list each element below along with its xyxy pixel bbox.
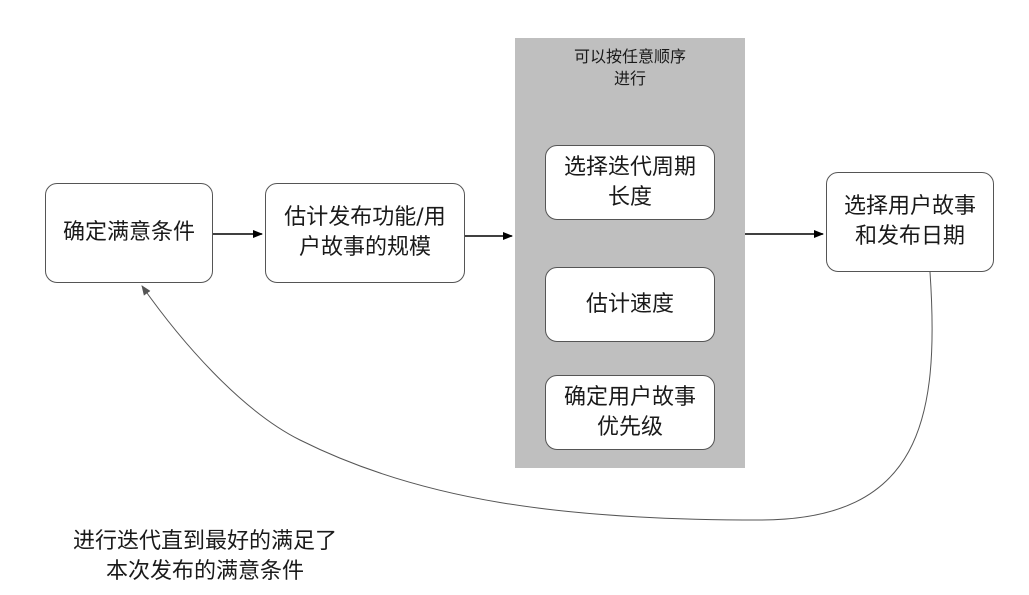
node-estimate-scale: 估计发布功能/用 户故事的规模 [265,183,465,283]
node-select-stories-date-label: 选择用户故事 和发布日期 [843,194,976,249]
node-estimate-velocity: 估计速度 [545,267,715,342]
node-estimate-scale-label: 估计发布功能/用 户故事的规模 [284,205,446,260]
parallel-group-title: 可以按任意顺序 进行 [573,47,686,88]
edge-loop-back [141,271,933,521]
node-prioritize-stories: 确定用户故事 优先级 [545,375,715,450]
node-confirm-criteria-label: 确定满意条件 [62,220,195,245]
node-estimate-velocity-label: 估计速度 [585,291,674,317]
node-prioritize-stories-label: 确定用户故事 优先级 [563,384,696,440]
loop-note: 进行迭代直到最好的满足了 本次发布的满意条件 [72,529,337,584]
node-select-iteration-length-label: 选择迭代周期 长度 [563,154,696,210]
node-select-iteration-length: 选择迭代周期 长度 [545,145,715,220]
node-confirm-criteria: 确定满意条件 [45,183,213,283]
node-select-stories-date: 选择用户故事 和发布日期 [826,172,994,272]
